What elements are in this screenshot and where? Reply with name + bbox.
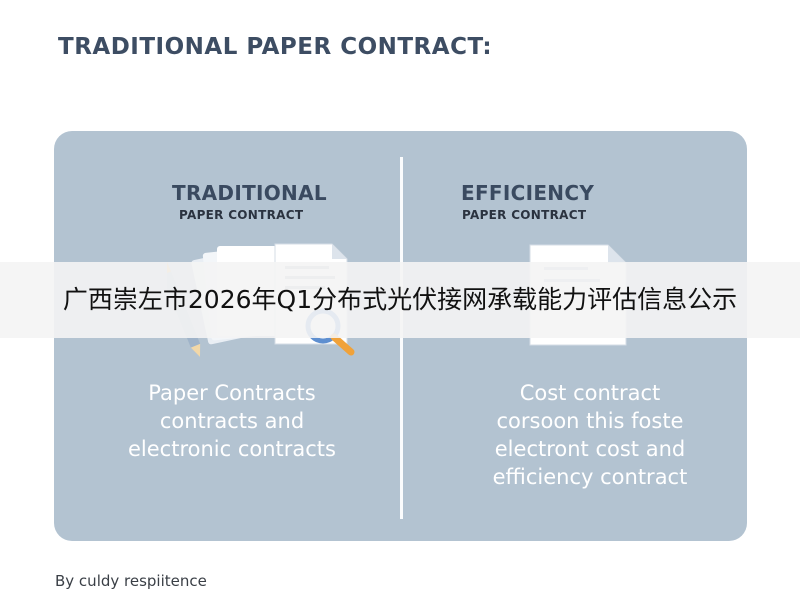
efficiency-description-line: efficiency contract	[492, 465, 688, 489]
page-title: TRADITIONAL PAPER CONTRACT:	[58, 34, 493, 60]
efficiency-description: Cost contract corsoon this foste electro…	[430, 379, 747, 491]
efficiency-description-line: corsoon this foste	[496, 409, 684, 433]
traditional-description-line: contracts and	[159, 409, 305, 433]
overlay-banner: 广西崇左市2026年Q1分布式光伏接网承载能力评估信息公示	[0, 262, 800, 338]
traditional-description-line: Paper Contracts	[148, 381, 316, 405]
efficiency-subheading: PAPER CONTRACT	[462, 208, 587, 222]
panel-divider	[400, 157, 403, 519]
footer-text: By culdy respiitence	[55, 572, 207, 590]
traditional-description-line: electronic contracts	[127, 437, 336, 461]
traditional-description: Paper Contracts contracts and electronic…	[72, 379, 392, 463]
efficiency-heading: EFFICIENCY	[461, 181, 595, 205]
banner-text: 广西崇左市2026年Q1分布式光伏接网承载能力评估信息公示	[62, 285, 738, 314]
efficiency-description-line: electront cost and	[494, 437, 686, 461]
traditional-heading: TRADITIONAL	[172, 181, 327, 205]
traditional-subheading: PAPER CONTRACT	[179, 208, 304, 222]
efficiency-description-line: Cost contract	[519, 381, 661, 405]
